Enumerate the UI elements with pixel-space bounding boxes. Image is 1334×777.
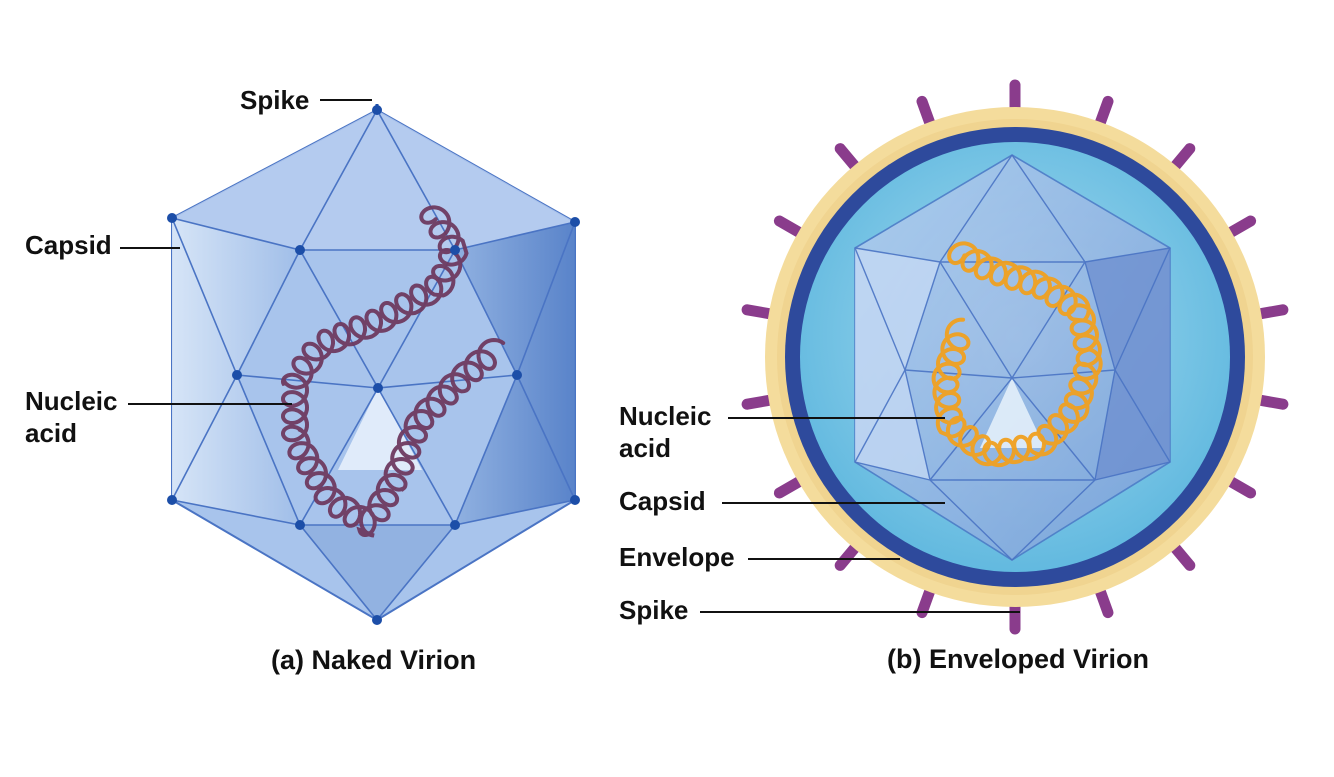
enveloped-capsid-edge	[1084, 247, 1171, 263]
vertex-spike-dot	[295, 245, 305, 255]
naked-virion-caption: (a) Naked Virion	[271, 645, 477, 675]
naked-capsid-edges	[171, 109, 576, 621]
naked-capsid-bottom-face	[300, 525, 455, 620]
enveloped-capsid-edge	[854, 369, 906, 463]
vertex-spike-dot	[450, 520, 460, 530]
enveloped-capsid-edge	[939, 261, 1013, 379]
naked-capsid-edge	[377, 249, 456, 389]
enveloped-capsid-edge	[1084, 261, 1116, 371]
enveloped-capsid-edge	[1114, 369, 1171, 463]
naked-capsid-edge	[516, 221, 576, 376]
naked-capsid-edge	[516, 374, 576, 501]
naked-capsid-edge	[454, 221, 576, 251]
naked-capsid-edge	[299, 109, 378, 251]
vertex-spike-dot	[295, 520, 305, 530]
enveloped-capsid-edge	[1094, 461, 1171, 481]
enveloped-capsid-edge	[904, 369, 931, 481]
enveloped-nucleic-acid-label: Nucleic acid	[619, 400, 712, 464]
enveloped-capsid-edge	[1011, 261, 1086, 379]
naked-virion	[167, 104, 580, 625]
naked-nucleic-acid-line2: acid	[25, 418, 78, 448]
naked-capsid-right-face	[455, 222, 575, 525]
vertex-spike-dot	[232, 370, 242, 380]
enveloped-capsid-center-light	[980, 378, 1045, 448]
naked-capsid-edge	[454, 249, 518, 376]
naked-nucleic-acid-helix	[280, 205, 506, 538]
enveloped-capsid-edge	[929, 479, 1013, 561]
enveloped-capsid-edge	[854, 247, 941, 263]
naked-nucleic-acid-label: Nucleic acid	[25, 385, 118, 449]
enveloped-capsid-edge	[1011, 154, 1086, 263]
enveloped-nucleic-acid-helix	[931, 241, 1103, 468]
naked-capsid-edge	[376, 109, 456, 251]
naked-capsid-edge	[299, 249, 379, 389]
enveloped-spike-label: Spike	[619, 595, 689, 625]
vertex-spike-dot	[570, 495, 580, 505]
vertex-spike-dot	[167, 213, 177, 223]
naked-capsid-edge	[236, 249, 301, 376]
enveloped-capsid-edge	[904, 261, 941, 371]
naked-capsid-edge	[299, 524, 378, 621]
vertex-spike-dot	[450, 245, 460, 255]
naked-capsid-edge	[171, 499, 301, 526]
vertex-spike-dot	[373, 383, 383, 393]
enveloped-nucleic-acid-line2: acid	[619, 433, 672, 463]
naked-helix-strand	[280, 205, 506, 538]
enveloped-helix-strand	[931, 241, 1103, 468]
enveloped-capsid-edge	[939, 154, 1013, 263]
naked-capsid-label: Capsid	[25, 230, 112, 260]
enveloped-capsid-label: Capsid	[619, 486, 706, 516]
naked-capsid-edge	[454, 374, 518, 526]
naked-capsid-top-face	[172, 110, 575, 250]
naked-spike-label: Spike	[240, 85, 310, 115]
vertex-spike-dot	[570, 217, 580, 227]
naked-capsid-edge	[376, 524, 456, 621]
enveloped-virion	[741, 79, 1289, 635]
naked-capsid-edge	[236, 374, 301, 526]
naked-nucleic-acid-line1: Nucleic	[25, 386, 118, 416]
envelope-label: Envelope	[619, 542, 735, 572]
enveloped-capsid-edge	[1114, 247, 1171, 371]
enveloped-capsid-edge	[854, 461, 931, 481]
naked-capsid-edge	[299, 387, 379, 526]
naked-capsid-edge	[171, 374, 238, 501]
enveloped-nucleic-acid-line1: Nucleic	[619, 401, 712, 431]
vertex-spike-dot	[512, 370, 522, 380]
vertex-spike-dot	[167, 495, 177, 505]
enveloped-capsid-edge	[854, 247, 906, 371]
naked-capsid-edge	[171, 217, 238, 376]
label-leader-lines	[120, 99, 1020, 613]
enveloped-capsid-edge	[1094, 369, 1116, 481]
vertex-spike-dot	[372, 615, 382, 625]
enveloped-virion-caption: (b) Enveloped Virion	[887, 644, 1150, 674]
naked-capsid-edge	[454, 499, 576, 526]
naked-vertex-spikes	[167, 104, 580, 625]
naked-capsid-edge	[171, 217, 301, 251]
enveloped-capsid-edge	[1011, 479, 1096, 561]
naked-capsid-edge	[377, 374, 518, 389]
